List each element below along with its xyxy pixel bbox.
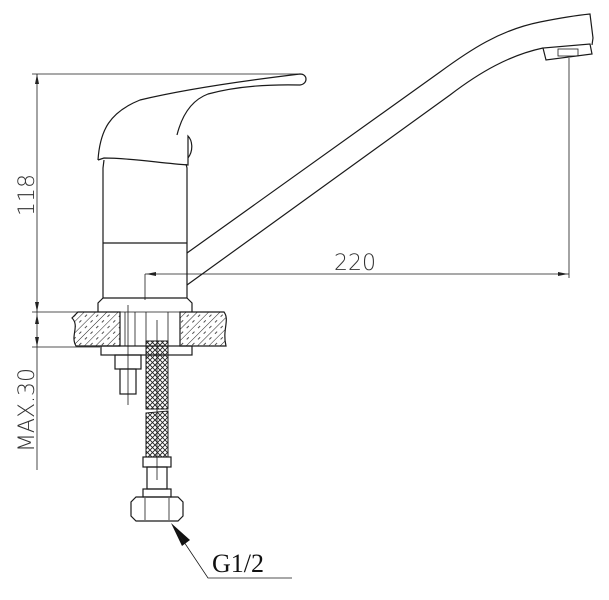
spout — [186, 13, 594, 286]
counter-thickness-value: MAX.30 — [15, 368, 40, 452]
connection-label: G1/2 — [212, 549, 264, 578]
countertop-section — [71, 311, 227, 356]
lever-handle — [97, 73, 307, 166]
hex-nut — [130, 496, 184, 522]
connection-leader: G1/2 — [171, 523, 292, 579]
height-dimension: 118 MAX.30 — [15, 73, 300, 470]
reach-dimension: 220 — [144, 58, 570, 300]
mounting-stud — [114, 305, 142, 405]
reach-value: 220 — [334, 251, 376, 276]
height-value: 118 — [15, 174, 40, 216]
braided-hose — [142, 340, 172, 498]
